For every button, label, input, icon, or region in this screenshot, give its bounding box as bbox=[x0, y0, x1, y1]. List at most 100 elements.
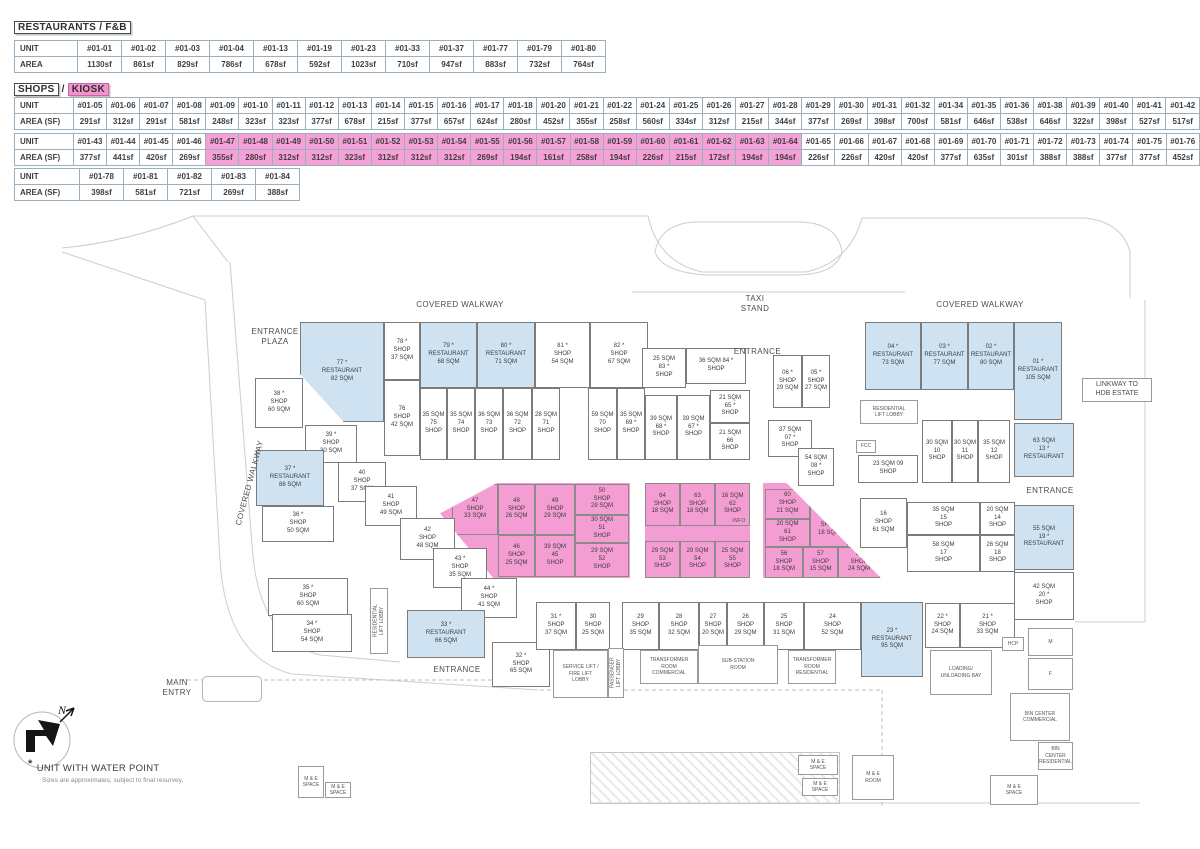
plan-unit-toilet-m: M bbox=[1028, 628, 1073, 656]
kiosk-title-box: KIOSK bbox=[67, 83, 109, 96]
plan-unit-toilet-f: F bbox=[1028, 658, 1073, 690]
area-cell: 581sf bbox=[172, 113, 207, 130]
area-cell: 248sf bbox=[205, 113, 240, 130]
area-cell: 194sf bbox=[602, 149, 637, 166]
unit-cell: #01-56 bbox=[503, 133, 538, 150]
area-cell: 452sf bbox=[1165, 149, 1200, 166]
area-cell: 388sf bbox=[1033, 149, 1068, 166]
area-cell: 560sf bbox=[635, 113, 670, 130]
plan-label-entrance: ENTRANCE bbox=[1026, 486, 1074, 495]
area-cell: 538sf bbox=[999, 113, 1034, 130]
area-cell: 657sf bbox=[436, 113, 472, 130]
plan-label-entrance: ENTRANCE bbox=[733, 347, 782, 356]
area-cell: 398sf bbox=[867, 113, 902, 130]
area-cell: 280sf bbox=[238, 149, 273, 166]
area-cell: 215sf bbox=[668, 149, 704, 166]
area-cell: 312sf bbox=[271, 149, 306, 166]
area-cell: 172sf bbox=[701, 149, 737, 166]
area-cell: 312sf bbox=[701, 113, 736, 130]
north-arrow-icon: N bbox=[13, 703, 75, 769]
row-label: AREA bbox=[14, 56, 78, 73]
plan-label-covered-walkway: COVERED WALKWAY bbox=[416, 300, 504, 309]
area-cell: 215sf bbox=[734, 113, 770, 130]
legend-subtext: Sizes are approximates, subject to final… bbox=[42, 777, 184, 784]
title-slash: / bbox=[61, 84, 65, 95]
unit-cell: #01-80 bbox=[561, 40, 606, 57]
area-cell: 258sf bbox=[569, 149, 604, 166]
unit-cell: #01-62 bbox=[701, 133, 737, 150]
unit-cell: #01-54 bbox=[437, 133, 472, 150]
area-cell: 161sf bbox=[536, 149, 571, 166]
area-cell: 721sf bbox=[167, 184, 212, 201]
unit-cell: #01-58 bbox=[569, 133, 604, 150]
area-cell: 269sf bbox=[470, 149, 505, 166]
unit-cell: #01-61 bbox=[668, 133, 704, 150]
restaurants-table-title: RESTAURANTS / F&B bbox=[14, 21, 131, 34]
area-cell: 312sf bbox=[370, 149, 406, 166]
shops-row2-grid: UNIT#01-43#01-44#01-45#01-46#01-47#01-48… bbox=[14, 133, 1200, 166]
plan-unit-84: 36 SQM 84 *SHOP bbox=[686, 348, 746, 384]
unit-cell: #01-41 bbox=[1132, 97, 1167, 114]
unit-cell: #01-64 bbox=[768, 133, 803, 150]
restaurants-grid: UNIT#01-01#01-02#01-03#01-04#01-13#01-19… bbox=[14, 40, 606, 73]
shops-table-title: SHOPS / KIOSK bbox=[14, 83, 109, 96]
area-cell: 398sf bbox=[79, 184, 124, 201]
row-label: AREA (SF) bbox=[14, 113, 74, 130]
main-entry-driveway bbox=[202, 676, 262, 702]
area-cell: 388sf bbox=[255, 184, 300, 201]
row-label: AREA (SF) bbox=[14, 184, 80, 201]
plan-unit-fcc: FCC bbox=[856, 440, 876, 453]
area-cell: 194sf bbox=[503, 149, 538, 166]
area-cell: 624sf bbox=[470, 113, 505, 130]
plan-label-info: INFO bbox=[732, 518, 746, 524]
area-cell: 786sf bbox=[209, 56, 254, 73]
unit-cell: #01-51 bbox=[337, 133, 372, 150]
